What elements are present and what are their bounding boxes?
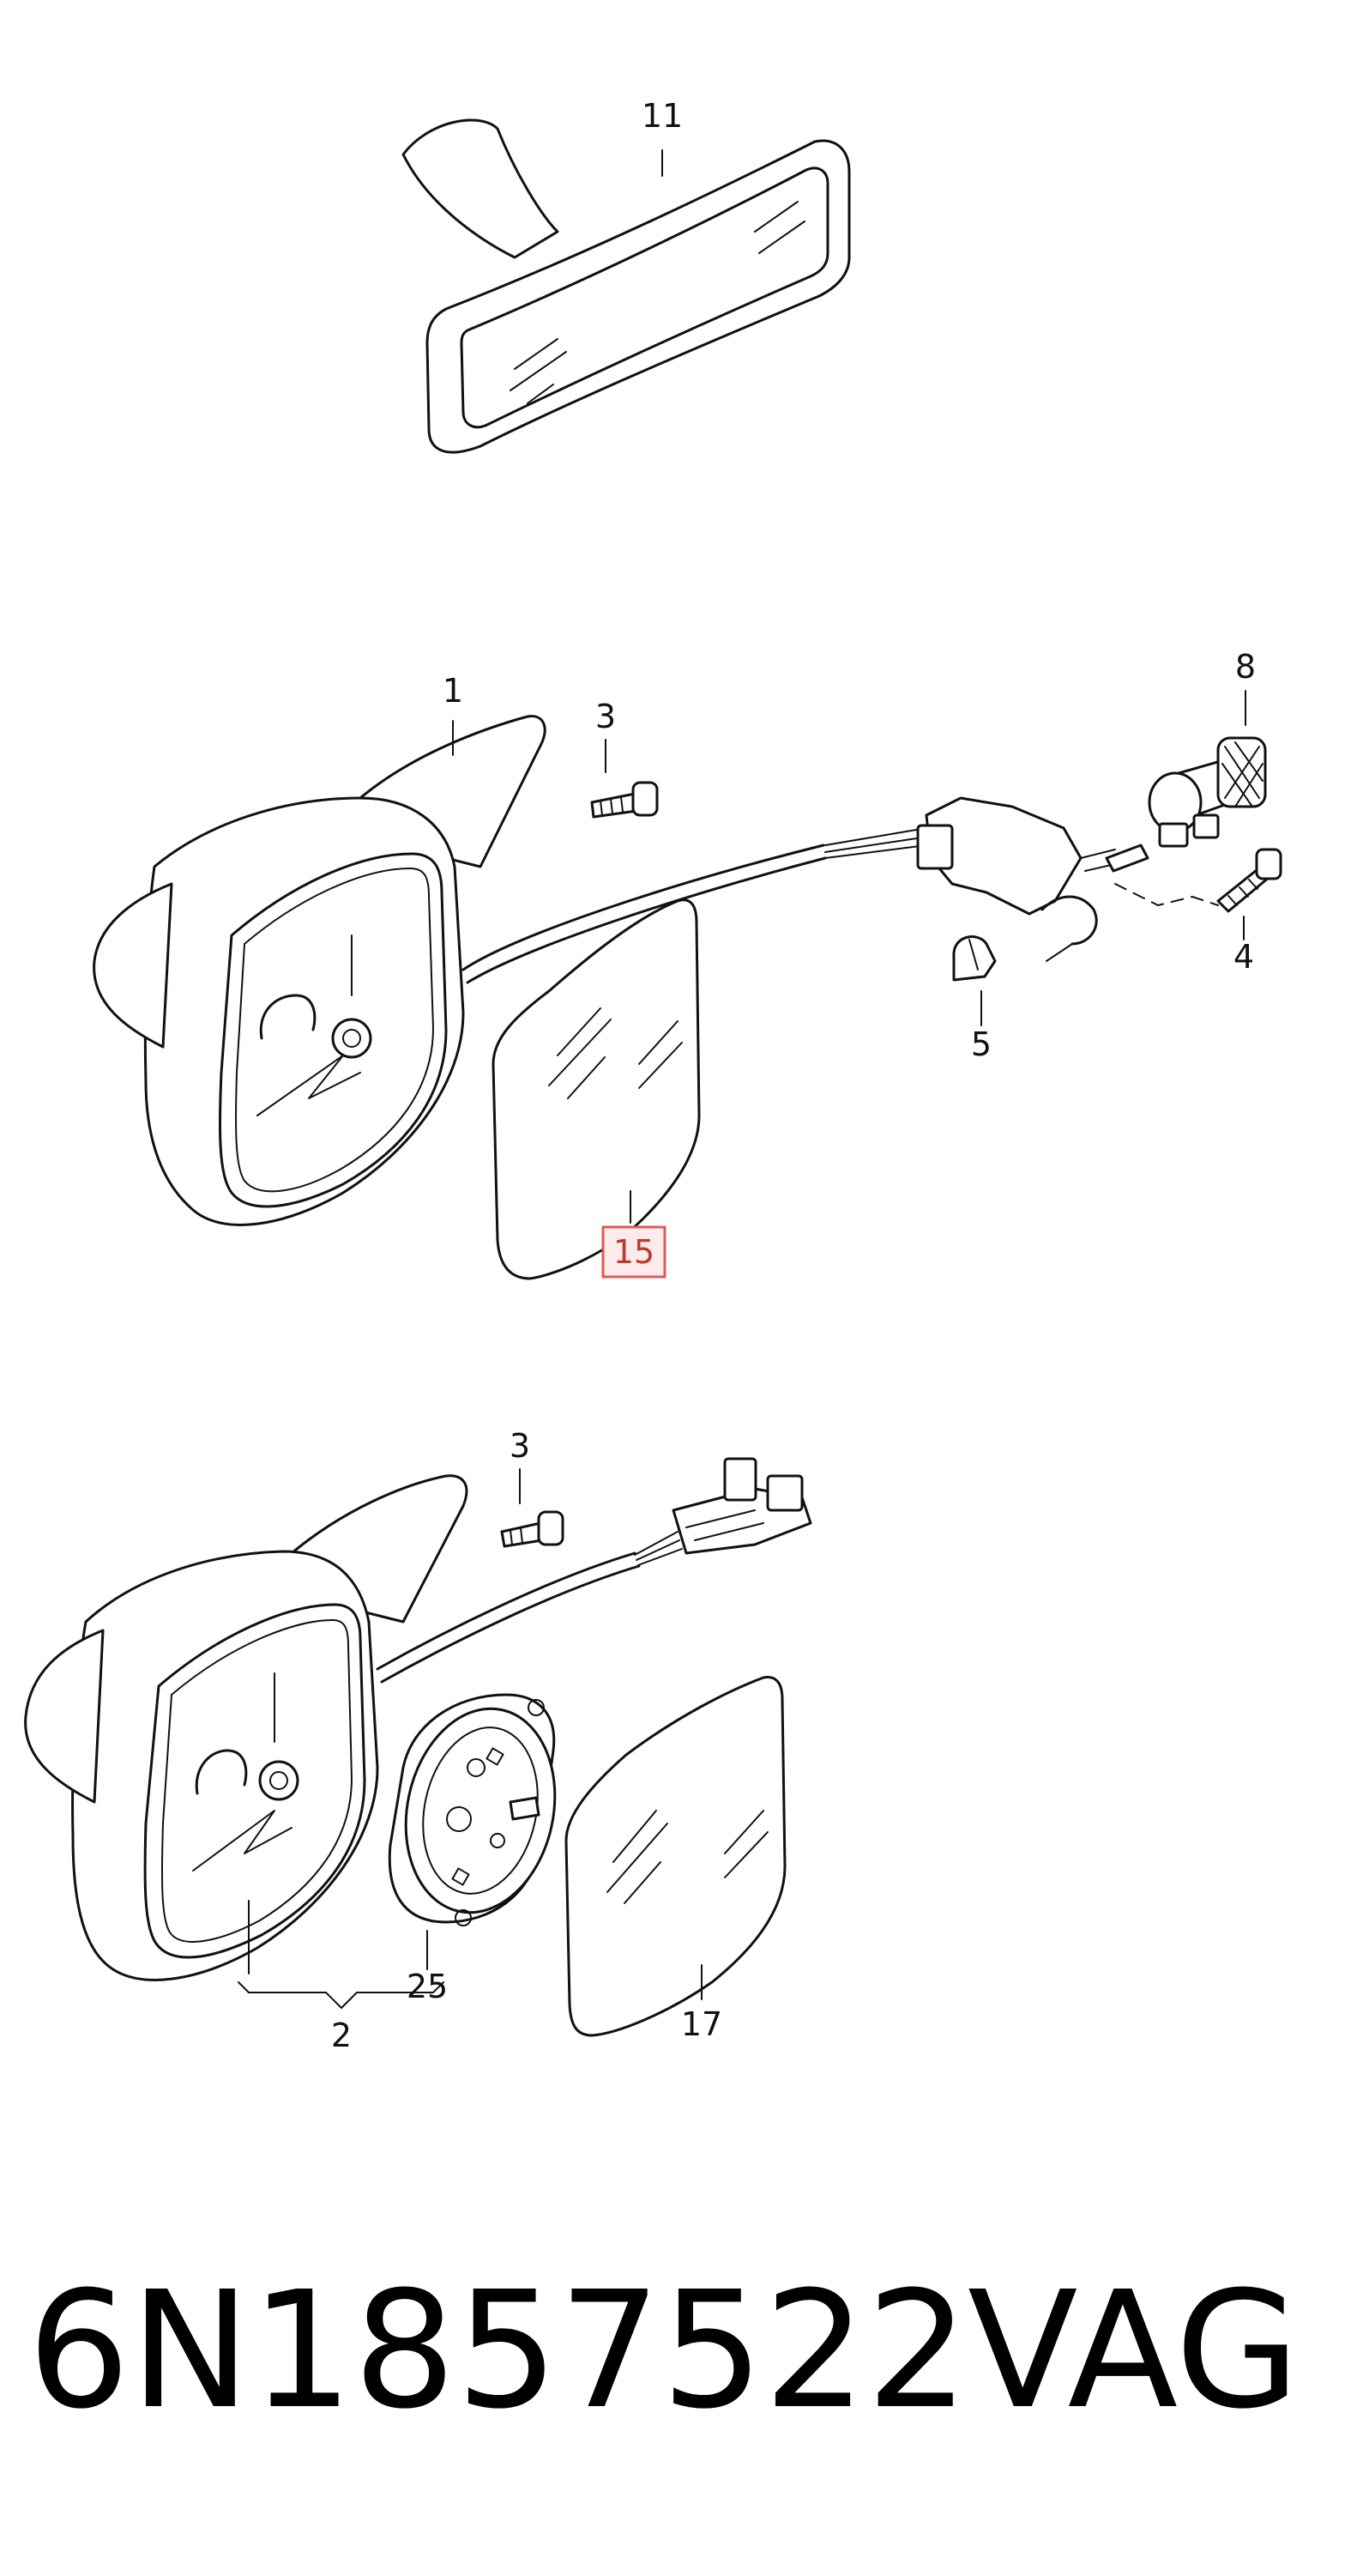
svg-text:25: 25 xyxy=(407,1968,448,2005)
callout-25: 25 xyxy=(407,1930,448,2005)
brand-label: VAG xyxy=(968,2257,1300,2445)
svg-text:15: 15 xyxy=(613,1233,654,1271)
callout-3-lower: 3 xyxy=(510,1427,530,1504)
svg-text:11: 11 xyxy=(642,97,683,135)
svg-text:4: 4 xyxy=(1233,938,1254,976)
callout-15: 15 xyxy=(601,1190,666,1279)
svg-text:17: 17 xyxy=(681,2005,722,2043)
item-5-clip xyxy=(952,935,997,982)
exterior-mirror-lower xyxy=(24,1474,468,1981)
adjustment-motor-25 xyxy=(388,1693,557,1926)
callout-2: 2 xyxy=(238,1900,444,2054)
footer: 6N1857522 VAG xyxy=(0,2248,1345,2454)
svg-text:8: 8 xyxy=(1235,648,1256,686)
svg-text:1: 1 xyxy=(443,672,463,710)
harness-cable xyxy=(461,827,929,984)
mirror-glass-15 xyxy=(492,898,701,1280)
exterior-mirror-housing xyxy=(93,715,546,1226)
motor-connector xyxy=(916,796,1149,962)
callout-17: 17 xyxy=(681,1964,722,2043)
highlight-box-15 xyxy=(601,1225,666,1279)
screw-4 xyxy=(1114,848,1282,913)
svg-text:3: 3 xyxy=(595,698,616,735)
screw-3-upper xyxy=(590,781,659,819)
item-8-plug xyxy=(1148,736,1267,848)
callout-11: 11 xyxy=(642,97,683,177)
screw-3-lower xyxy=(500,1510,564,1548)
mirror-glass-17 xyxy=(564,1675,787,2037)
callout-1: 1 xyxy=(443,672,463,756)
callout-5: 5 xyxy=(971,990,992,1063)
callout-4: 4 xyxy=(1233,916,1254,976)
svg-text:5: 5 xyxy=(971,1025,992,1063)
svg-text:2: 2 xyxy=(331,2017,352,2054)
harness-cable-lower xyxy=(376,1457,812,1684)
callout-3-upper: 3 xyxy=(595,698,616,773)
svg-text:3: 3 xyxy=(510,1427,530,1465)
interior-mirror xyxy=(401,118,851,454)
callout-8: 8 xyxy=(1235,648,1256,726)
part-number: 6N1857522 xyxy=(27,2257,969,2445)
